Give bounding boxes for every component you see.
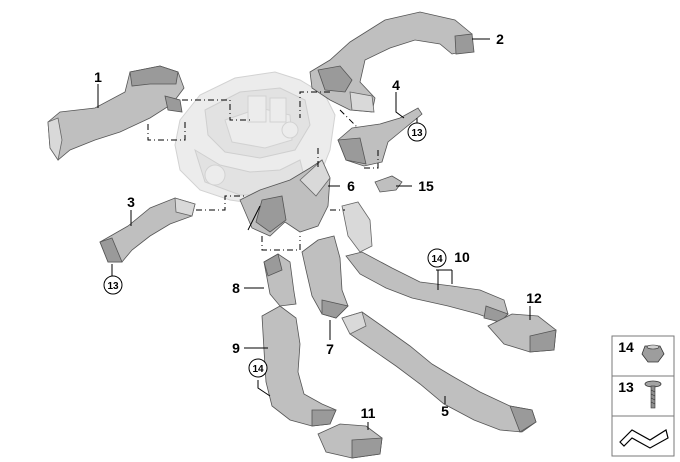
callout-11: 11 bbox=[361, 405, 376, 421]
fastener-legend: 14 13 bbox=[611, 335, 675, 457]
callout-3: 3 bbox=[127, 194, 135, 210]
svg-text:13: 13 bbox=[411, 128, 423, 139]
legend-label-14: 14 bbox=[618, 339, 634, 355]
leader-lines bbox=[97, 38, 531, 430]
part-5-duct bbox=[341, 311, 537, 433]
circled-14-part9: 14 bbox=[248, 358, 268, 378]
circled-labels: 13 13 14 14 bbox=[103, 122, 447, 378]
callout-labels: 1 2 3 4 5 6 7 8 9 10 11 12 15 bbox=[94, 31, 542, 421]
callout-10: 10 bbox=[454, 249, 470, 265]
part-3-duct bbox=[99, 197, 196, 263]
callout-1: 1 bbox=[94, 69, 102, 85]
part-7-duct bbox=[301, 235, 349, 319]
callout-8: 8 bbox=[232, 280, 240, 296]
legend-label-13: 13 bbox=[618, 379, 634, 395]
callout-12: 12 bbox=[526, 290, 542, 306]
part-1-duct bbox=[47, 65, 185, 162]
callout-6: 6 bbox=[347, 178, 355, 194]
callout-9: 9 bbox=[232, 340, 240, 356]
svg-text:14: 14 bbox=[431, 254, 443, 265]
part-4-duct bbox=[337, 107, 423, 167]
seal-strip-icon bbox=[619, 429, 669, 449]
part-10-duct bbox=[345, 251, 509, 323]
callout-2: 2 bbox=[496, 31, 504, 47]
circled-13-right: 13 bbox=[407, 122, 427, 142]
hvac-housing-ghost bbox=[174, 71, 336, 206]
part-12-outlet bbox=[487, 313, 557, 353]
part-15-clip bbox=[374, 175, 403, 193]
part-8-duct bbox=[263, 253, 297, 307]
screw-icon bbox=[644, 380, 662, 409]
circled-13-left: 13 bbox=[103, 275, 123, 295]
callout-4: 4 bbox=[392, 77, 400, 93]
nut-icon bbox=[641, 344, 665, 363]
callout-15: 15 bbox=[418, 178, 434, 194]
callout-5: 5 bbox=[441, 403, 449, 419]
part-11-outlet bbox=[317, 423, 383, 459]
part-2-duct bbox=[309, 11, 475, 113]
svg-text:14: 14 bbox=[252, 364, 264, 375]
circled-14-part10: 14 bbox=[427, 248, 447, 268]
part-9-duct bbox=[261, 305, 337, 427]
assembly-lines bbox=[147, 91, 379, 251]
svg-text:13: 13 bbox=[107, 281, 119, 292]
part-6-duct bbox=[239, 159, 373, 253]
callout-7: 7 bbox=[326, 341, 334, 357]
